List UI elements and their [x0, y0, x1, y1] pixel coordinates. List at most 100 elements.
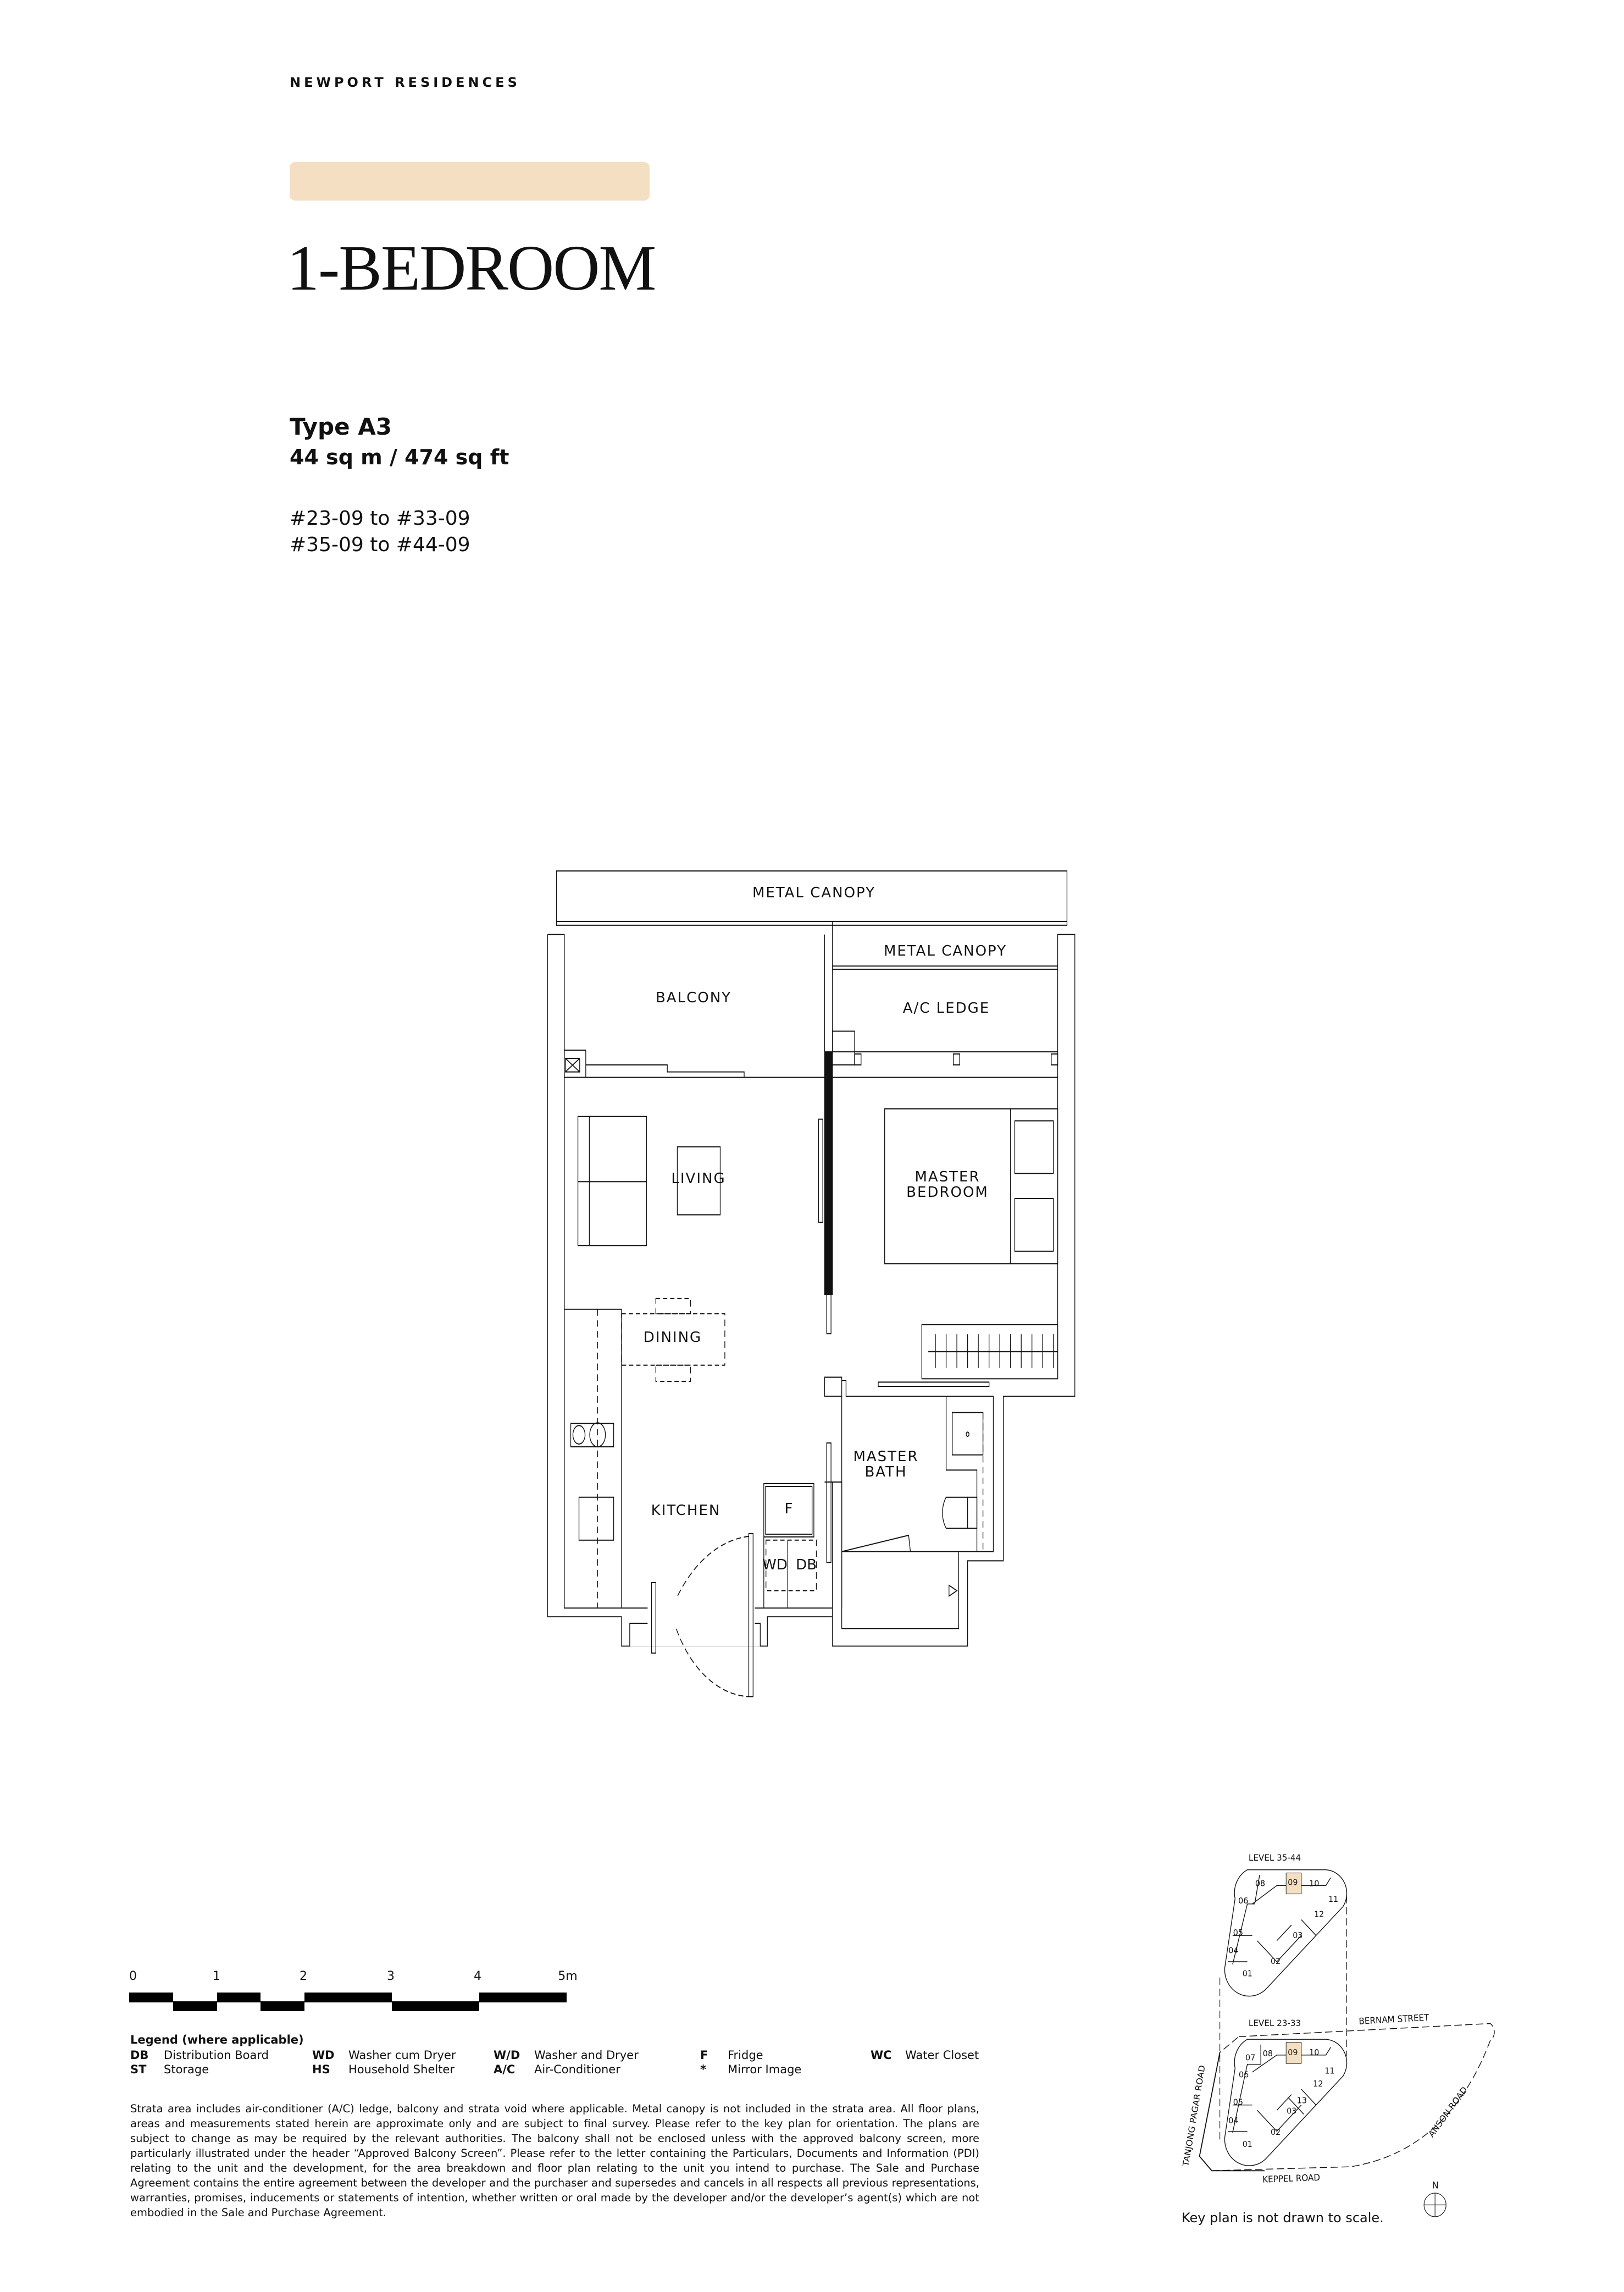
master-bath-label: MASTER BATH	[853, 1449, 919, 1480]
road-label: TANJONG PAGAR ROAD	[1180, 2065, 1207, 2168]
legend-item: WC Water Closet	[871, 2049, 979, 2062]
legend-item: * Mirror Image	[700, 2063, 801, 2076]
legend-item: WD Washer cum Dryer	[312, 2049, 456, 2062]
page-title: 1-BEDROOM	[287, 232, 656, 304]
unit-label: 02	[1271, 1956, 1281, 1966]
unit-label: 05	[1233, 2097, 1243, 2107]
legend-label: Washer and Dryer	[534, 2049, 639, 2062]
highlight-unit-lower	[1285, 2042, 1302, 2064]
north-arrow-icon	[1423, 2193, 1446, 2217]
unit-label: 04	[1228, 1946, 1238, 1956]
legend-item: W/D Washer and Dryer	[494, 2049, 639, 2062]
unit-label: 13	[1297, 2096, 1307, 2106]
unit-area: 44 sq m / 474 sq ft	[290, 445, 509, 469]
unit-label: 11	[1328, 1895, 1338, 1905]
unit-label: 08	[1263, 2049, 1273, 2059]
legend-abbr: WC	[871, 2049, 892, 2062]
legend-label: Mirror Image	[728, 2063, 802, 2076]
disclaimer: Strata area includes air-conditioner (A/…	[130, 2102, 979, 2219]
level-lower-label: LEVEL 23-33	[1249, 2018, 1301, 2029]
vanity	[951, 1412, 984, 1456]
unit-label: 12	[1313, 2079, 1323, 2089]
road-label: KEPPEL ROAD	[1262, 2172, 1321, 2185]
sofa	[577, 1116, 647, 1247]
legend-abbr: A/C	[494, 2063, 516, 2076]
master-bedroom-label: MASTER BEDROOM	[906, 1169, 989, 1201]
unit-label: 10	[1309, 2047, 1319, 2057]
unit-label: 03	[1287, 2106, 1296, 2116]
brand-name: NEWPORT RESIDENCES	[290, 75, 520, 90]
metal-canopy-label: METAL CANOPY	[883, 943, 1007, 959]
legend-abbr: DB	[130, 2049, 149, 2062]
legend-item: A/C Air-Conditioner	[494, 2063, 620, 2076]
unit-numbers: #23-09 to #33-09 #35-09 to #44-09	[290, 506, 470, 558]
legend-label: Household Shelter	[348, 2063, 455, 2076]
unit-label: 09	[1288, 1878, 1298, 1888]
legend-abbr: HS	[312, 2063, 330, 2076]
legend-label: Water Closet	[905, 2049, 979, 2062]
key-plan-caption: Key plan is not drawn to scale.	[1182, 2210, 1384, 2226]
db-label: DB	[796, 1557, 817, 1573]
highlight-unit-upper	[1285, 1872, 1302, 1895]
legend-title: Legend (where applicable)	[130, 2033, 304, 2046]
site-boundary	[1199, 2023, 1495, 2172]
unit-label: 05	[1233, 1928, 1243, 1938]
kitchen-label: KITCHEN	[651, 1502, 721, 1519]
unit-range: #23-09 to #33-09	[290, 507, 470, 530]
sink	[578, 1496, 614, 1541]
legend-abbr: F	[700, 2049, 708, 2062]
unit-type: Type A3	[290, 413, 392, 440]
accent-bar	[290, 162, 650, 201]
legend-abbr: WD	[312, 2049, 335, 2062]
road-label: BERNAM STREET	[1359, 2012, 1429, 2027]
scale-tick: 2	[300, 1969, 307, 1983]
legend-label: Distribution Board	[164, 2049, 269, 2062]
wd-label: WD	[762, 1557, 788, 1573]
scale-tick: 3	[387, 1969, 395, 1983]
unit-label: 12	[1314, 1910, 1324, 1919]
fridge	[763, 1483, 814, 1538]
legend-label: Fridge	[728, 2049, 763, 2062]
legend-label: Air-Conditioner	[534, 2063, 620, 2076]
unit-label: 01	[1243, 2140, 1252, 2150]
building-lower	[1224, 2039, 1348, 2166]
unit-label: 11	[1324, 2066, 1334, 2076]
ac-ledge-label: A/C LEDGE	[902, 1000, 990, 1017]
scale-bar	[129, 1993, 567, 2011]
legend-item: F Fridge	[700, 2049, 763, 2062]
floor-plan	[547, 870, 1076, 1697]
unit-label: 07	[1245, 2053, 1255, 2063]
unit-range: #35-09 to #44-09	[290, 534, 470, 556]
scale-tick: 4	[474, 1969, 481, 1983]
legend-abbr: W/D	[494, 2049, 520, 2062]
dining-label: DINING	[643, 1329, 702, 1346]
outer-wall	[547, 934, 1076, 1647]
bed	[884, 1108, 1058, 1264]
balcony-label: BALCONY	[655, 990, 732, 1006]
unit-label: 06	[1239, 2070, 1249, 2080]
unit-label: 08	[1255, 1879, 1265, 1889]
scale-tick: 5m	[558, 1969, 578, 1983]
legend-abbr: *	[700, 2063, 706, 2076]
legend-item: DB Distribution Board	[130, 2049, 269, 2062]
key-plan: LEVEL 35-44 08 09 10 06 11 12 05 03 04 0…	[1180, 1852, 1495, 2217]
unit-label: 10	[1309, 1879, 1319, 1889]
living-label: LIVING	[671, 1170, 726, 1187]
scale-tick: 0	[129, 1969, 137, 1983]
fridge-label: F	[784, 1501, 794, 1517]
unit-label: 01	[1243, 1969, 1252, 1979]
coffee-table	[677, 1146, 721, 1216]
metal-canopy-label: METAL CANOPY	[752, 885, 876, 901]
legend-label: Washer cum Dryer	[348, 2049, 456, 2062]
unit-label: 06	[1238, 1896, 1248, 1906]
scale-tick: 1	[213, 1969, 220, 1983]
building-upper	[1224, 1869, 1348, 1997]
legend-item: HS Household Shelter	[312, 2063, 455, 2076]
toilet	[942, 1496, 978, 1529]
metal-canopy	[556, 870, 1068, 926]
legend-abbr: ST	[130, 2063, 147, 2076]
level-upper-label: LEVEL 35-44	[1249, 1852, 1301, 1863]
unit-label: 09	[1288, 2047, 1298, 2057]
unit-label: 02	[1271, 2127, 1281, 2137]
